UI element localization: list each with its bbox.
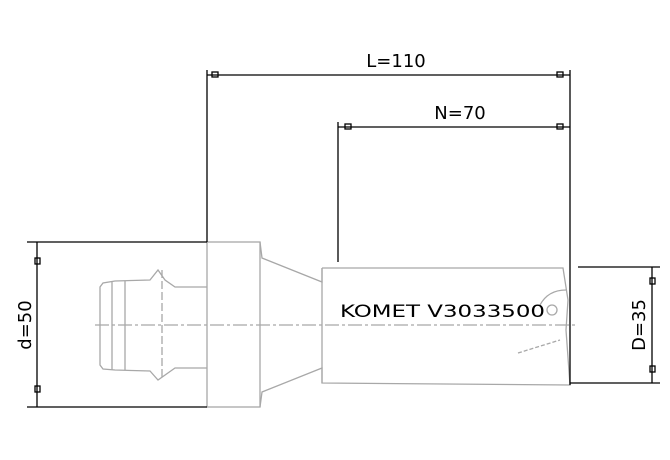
dimension-lines [27, 70, 660, 408]
taper-bottom [259, 367, 323, 408]
length-label: L=110 [366, 51, 425, 72]
insert-arc [539, 289, 567, 306]
shank [99, 268, 207, 381]
shank-diameter-label: d=50 [15, 300, 36, 349]
body [321, 267, 571, 386]
insert-screw [546, 304, 558, 316]
cutting-diameter-label: D=35 [629, 299, 650, 351]
tool-marking: KOMET V3033500 [340, 302, 545, 322]
tool-outline [95, 241, 575, 408]
neck-length-label: N=70 [434, 103, 485, 124]
taper [259, 241, 323, 283]
cutting-edge [517, 339, 561, 354]
